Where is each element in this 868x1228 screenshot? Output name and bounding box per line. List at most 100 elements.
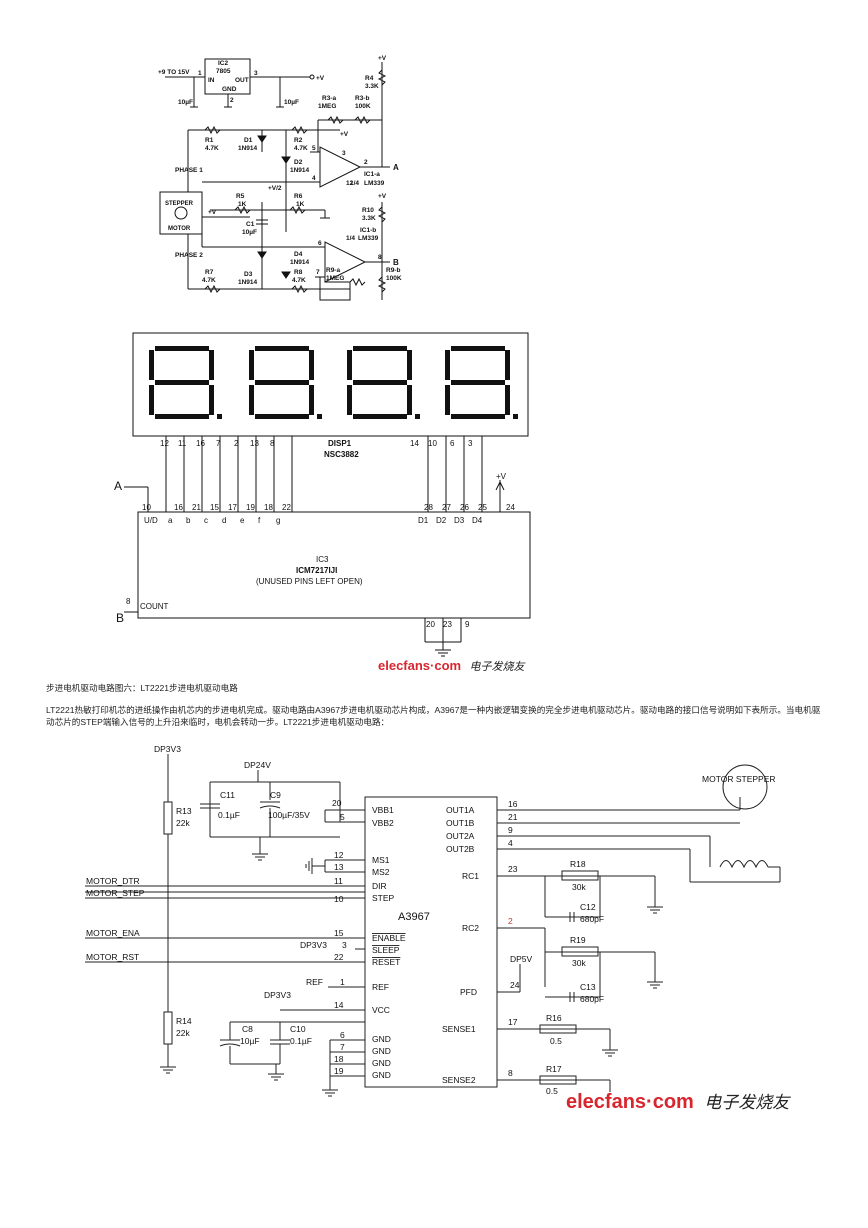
r19-value: 30k: [572, 958, 586, 968]
ic2-pin-in: IN: [208, 77, 215, 84]
gnd-pin-1: 23: [443, 620, 452, 629]
gnd-pin-2: 9: [465, 620, 470, 629]
ic3-pin-7: 22: [282, 503, 291, 512]
pin-ms2: MS2: [372, 867, 390, 877]
ic2-label: IC2: [218, 60, 229, 67]
r13-value: 22k: [176, 818, 190, 828]
r16-label: R16: [546, 1013, 562, 1023]
opamp1-pin-12: 12: [346, 180, 354, 187]
ic3-pin-6: 18: [264, 503, 273, 512]
pin-num-3: 3: [342, 940, 347, 950]
signal-motor-dtr: MOTOR_DTR: [86, 876, 140, 886]
ic3-pin-right-2: 26: [460, 503, 469, 512]
disp-pin-4: 2: [234, 439, 239, 448]
ic3-note: (UNUSED PINS LEFT OPEN): [256, 577, 363, 586]
c10-value: 0.1µF: [290, 1036, 312, 1046]
watermark-top: elecfans·com 电子发烧友: [378, 657, 525, 675]
pin-num-6: 6: [340, 1030, 345, 1040]
pin-num-15: 15: [334, 928, 344, 938]
c11-value: 0.1µF: [218, 810, 240, 820]
pin-ref: REF: [372, 982, 389, 992]
ic3-label-e: e: [240, 516, 245, 525]
pin-gnd-4: GND: [372, 1070, 391, 1080]
a3967-driver-schematic: A3967 DP3V3 DP24V R13 22k C11 0.1µF C9 1…: [85, 744, 781, 1097]
r9a-value: 1MEG: [326, 275, 344, 282]
c1-label: C1: [246, 221, 255, 228]
ic3-pin-2: 21: [192, 503, 201, 512]
pin-num-18: 18: [334, 1054, 344, 1064]
ic3-body: [137, 511, 531, 619]
ic3-pin-4: 17: [228, 503, 237, 512]
ic1b-label: IC1-b: [360, 227, 376, 234]
c1-value: 10µF: [242, 229, 257, 236]
pin-ms1: MS1: [372, 855, 390, 865]
motor-label-bottom: MOTOR: [168, 226, 191, 232]
ic2-pin-out: OUT: [235, 77, 249, 84]
pin-num-10: 10: [334, 894, 344, 904]
dp3v3-mid-label: DP3V3: [264, 990, 291, 1000]
opamp1-pin-3: 3: [342, 150, 346, 157]
ic1a-fraction: 1/4: [350, 180, 359, 187]
disp-pin-5: 13: [250, 439, 259, 448]
r5-value: 1K: [238, 201, 247, 208]
caption-body: LT2221热敏打印机芯的进纸操作由机芯内的步进电机完成。驱动电路由A3967步…: [46, 705, 821, 727]
ic1b-fraction: 1/4: [346, 235, 355, 242]
signal-motor-step: MOTOR_STEP: [86, 888, 145, 898]
ic2-pin-3: 3: [254, 70, 258, 77]
pin-num-11: 11: [334, 876, 343, 886]
disp-pin-1: 11: [178, 439, 187, 448]
ic3-label-d1: D1: [418, 516, 429, 525]
count-label: COUNT: [140, 602, 169, 611]
supply-output-label: +V: [316, 75, 325, 82]
ic3-label: IC3: [316, 555, 329, 564]
display-body: [132, 332, 529, 437]
ic1b-part: LM339: [358, 235, 379, 242]
opamp1-pin-4: 4: [312, 175, 316, 182]
output-b-label: B: [393, 258, 399, 267]
ic3-label-c: c: [204, 516, 208, 525]
pin-step: STEP: [372, 893, 395, 903]
pin-num-2: 2: [508, 916, 513, 926]
r10-supply-label: +V: [378, 193, 387, 200]
ic3-pin-5: 19: [246, 503, 255, 512]
opamp1-pin-2: 2: [364, 159, 368, 166]
r8-value: 4.7K: [292, 277, 306, 284]
d2-part: 1N914: [290, 167, 310, 174]
d1-label: D1: [244, 137, 253, 144]
count-pin: 8: [126, 597, 131, 606]
dp5v-label: DP5V: [510, 954, 533, 964]
pin-num-20: 20: [332, 798, 342, 808]
input-b-label: B: [116, 611, 124, 625]
pin-num-7: 7: [340, 1042, 345, 1052]
ic3-pin-3: 15: [210, 503, 219, 512]
disp-part: NSC3882: [324, 450, 359, 459]
d3-label: D3: [244, 271, 253, 278]
pin-out2b: OUT2B: [446, 844, 475, 854]
c9-value: 100µF/35V: [268, 810, 310, 820]
d2-label: D2: [294, 159, 303, 166]
disp-pin-right-2: 6: [450, 439, 455, 448]
r3b-label: R3-b: [355, 95, 369, 102]
motor-stepper-symbol: [722, 764, 768, 810]
r14-label: R14: [176, 1016, 192, 1026]
r2-label: R2: [294, 137, 303, 144]
pin-gnd-2: GND: [372, 1046, 391, 1056]
r6-value: 1K: [296, 201, 305, 208]
ic2-pin-2: 2: [230, 97, 234, 104]
r9a-label: R9-a: [326, 267, 340, 274]
c12-value: 680pF: [580, 914, 604, 924]
output-a-label: A: [393, 163, 399, 172]
pin-sense2: SENSE2: [442, 1075, 476, 1085]
pin-num-5: 5: [340, 812, 345, 822]
opamp1-pin-5: 5: [312, 145, 316, 152]
d4-part: 1N914: [290, 259, 310, 266]
r4-label: R4: [365, 75, 374, 82]
r4-value: 3.3K: [365, 83, 379, 90]
disp-pin-2: 16: [196, 439, 205, 448]
r3b-value: 100K: [355, 103, 371, 110]
ic1a-label: IC1-a: [364, 171, 380, 178]
dp24v-label: DP24V: [244, 760, 271, 770]
opamp2-pin-7: 7: [316, 269, 320, 276]
pin-enable: ENABLE: [372, 933, 406, 943]
r3a-value: 1MEG: [318, 103, 336, 110]
